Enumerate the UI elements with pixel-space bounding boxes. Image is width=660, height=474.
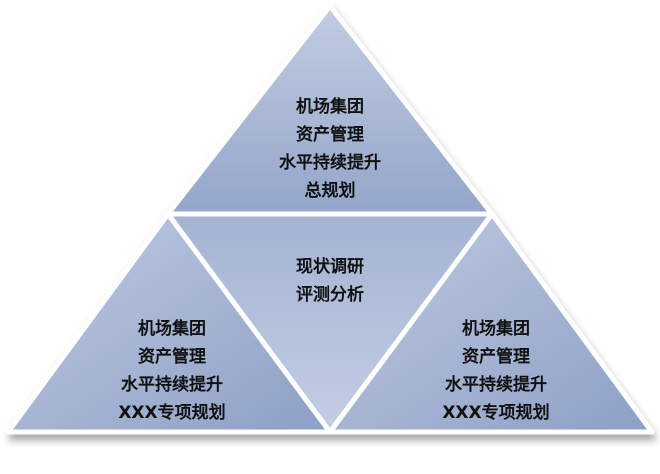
top-label-line-2: 资产管理	[296, 124, 364, 145]
bottom-left-label-line-3: 水平持续提升	[121, 374, 223, 395]
top-label-line-3: 水平持续提升	[279, 152, 381, 173]
bottom-left-label-line-1: 机场集团	[138, 318, 206, 339]
center-label-line-1: 现状调研	[296, 256, 364, 277]
top-label-line-4: 总规划	[305, 180, 356, 201]
bottom-right-label-line-2: 资产管理	[462, 346, 530, 367]
top-label-line-1: 机场集团	[296, 96, 364, 117]
bottom-right-label-line-3: 水平持续提升	[445, 374, 547, 395]
bottom-right-label-line-4: XXX专项规划	[442, 402, 549, 423]
bottom-left-label-line-2: 资产管理	[138, 346, 206, 367]
center-label-line-2: 评测分析	[296, 284, 364, 305]
bottom-right-label-line-1: 机场集团	[462, 318, 530, 339]
bottom-right-triangle	[327, 211, 655, 435]
bottom-left-label-line-4: XXX专项规划	[118, 402, 225, 423]
